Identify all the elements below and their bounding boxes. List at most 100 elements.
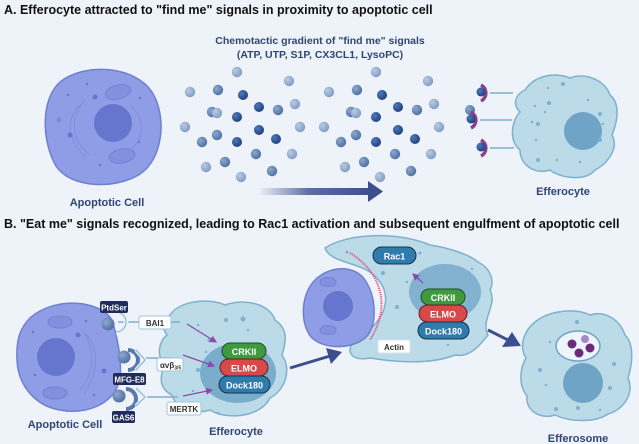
svg-text:MERTK: MERTK	[170, 405, 199, 414]
find-me-signal-particle	[232, 137, 242, 147]
svg-text:αvβ3/5: αvβ3/5	[160, 361, 181, 372]
progress-arrow-1	[289, 348, 342, 370]
svg-text:CRKII: CRKII	[431, 293, 456, 303]
efferocyte-a-label: Efferocyte	[536, 186, 590, 198]
find-me-signal-particle	[196, 136, 208, 148]
gradient-title-line2: (ATP, UTP, S1P, CX3CL1, LysoPC)	[236, 49, 404, 61]
find-me-signal-particle	[254, 102, 264, 112]
apoptotic-cell-a	[44, 68, 162, 186]
find-me-signal-particle	[339, 161, 351, 173]
find-me-signal-particle	[179, 121, 191, 133]
crkii-pill: CRKII	[420, 288, 466, 306]
find-me-signal-particle	[272, 104, 284, 116]
svg-text:GAS6: GAS6	[113, 414, 135, 423]
receptor-3	[476, 138, 514, 158]
find-me-signal-particle	[351, 84, 363, 96]
find-me-signal-particle	[425, 148, 437, 160]
svg-text:PtdSer: PtdSer	[101, 304, 127, 313]
receptor-tag-integrin: αvβ3/5	[156, 357, 184, 372]
integrin-subscript: 3/5	[174, 366, 181, 372]
find-me-signal-particle	[405, 165, 417, 177]
rac1-pill: Rac1	[372, 246, 417, 265]
mfge8-integrin-pair	[117, 348, 148, 372]
nucleus	[563, 363, 603, 403]
svg-text:Rac1: Rac1	[384, 252, 406, 262]
find-me-signal-particle	[371, 137, 381, 147]
find-me-signal-particle	[294, 121, 306, 133]
integrin-main: αvβ	[160, 361, 174, 370]
find-me-signal-particle	[238, 90, 248, 100]
find-me-signal-particle	[283, 75, 295, 87]
efferosome-cell	[520, 310, 633, 422]
find-me-signal-particle	[266, 165, 278, 177]
svg-text:Actin: Actin	[384, 343, 404, 352]
svg-text:ELMO: ELMO	[231, 364, 257, 374]
dock180-pill: Dock180	[218, 375, 271, 394]
find-me-signal-particle	[393, 102, 403, 112]
find-me-signal-particle	[211, 107, 223, 119]
nucleus	[37, 338, 75, 376]
find-me-signal-particle	[323, 86, 335, 98]
find-me-signal-particle	[335, 136, 347, 148]
find-me-signal-particle	[428, 98, 440, 110]
find-me-signal-particle	[393, 125, 403, 135]
crkii-pill: CRKII	[221, 342, 267, 360]
find-me-signal-particle	[235, 171, 247, 183]
efferosome-vacuole	[555, 330, 601, 362]
panel-a-heading: A. Efferocyte attracted to "find me" sig…	[4, 3, 433, 17]
elmo-pill: ELMO	[418, 304, 468, 323]
engulfed-particles	[567, 335, 595, 358]
svg-text:BAI1: BAI1	[146, 319, 165, 328]
ligand-tag-mfge8: MFG-E8	[113, 373, 146, 385]
svg-text:ELMO: ELMO	[430, 310, 456, 320]
apoptotic-cell-b	[16, 302, 122, 412]
receptor-1	[476, 83, 513, 103]
activation-arrow	[412, 273, 424, 284]
find-me-receptors	[466, 83, 514, 158]
gradient-title-line1: Chemotactic gradient of "find me" signal…	[215, 35, 425, 47]
engulfing-efferocyte: Rac1 CRKII ELMO Dock180 Actin	[302, 234, 493, 363]
find-me-signal-particle	[370, 66, 382, 78]
find-me-signal-particle	[422, 75, 434, 87]
svg-text:Dock180: Dock180	[425, 327, 462, 337]
find-me-signal-cluster-1	[179, 66, 306, 183]
find-me-signal-particle	[271, 134, 281, 144]
progress-arrow-2	[487, 328, 521, 347]
efferocyte-a	[511, 74, 618, 179]
find-me-signal-particle	[286, 148, 298, 160]
signaling-complex-1: CRKII ELMO Dock180	[218, 342, 271, 394]
find-me-signal-particle	[250, 148, 262, 160]
find-me-signal-particle	[212, 84, 224, 96]
efferocyte-b-label: Efferocyte	[209, 426, 263, 438]
actin-tag: Actin	[377, 339, 411, 354]
mitochondrion-icon	[42, 386, 68, 400]
find-me-signal-particle	[318, 121, 330, 133]
panel-b-heading: B. "Eat me" signals recognized, leading …	[4, 217, 620, 231]
find-me-signal-particle	[374, 171, 386, 183]
apoptotic-cell-b-label: Apoptotic Cell	[28, 419, 103, 431]
engulfed-apoptotic-cell	[302, 268, 375, 348]
signal-arrows	[182, 323, 218, 397]
actin-filament	[349, 252, 383, 341]
signaling-complex-2: CRKII ELMO Dock180	[417, 288, 470, 340]
find-me-signal-particle	[371, 112, 381, 122]
nucleus	[564, 112, 602, 150]
gas6-mertk-pair	[112, 386, 148, 411]
receptor-tag-mertk: MERTK	[166, 401, 202, 416]
er-lines	[69, 99, 142, 159]
find-me-signal-particle	[377, 90, 387, 100]
svg-text:Dock180: Dock180	[226, 381, 263, 391]
svg-text:CRKII: CRKII	[232, 347, 257, 357]
receptor-tag-bai1: BAI1	[138, 315, 172, 330]
find-me-signal-particle	[350, 129, 362, 141]
mitochondrion-icon	[108, 148, 136, 164]
mitochondrion-icon	[104, 83, 132, 101]
find-me-signal-particle	[211, 129, 223, 141]
elmo-pill: ELMO	[219, 358, 269, 377]
find-me-signal-particle	[411, 104, 423, 116]
find-me-signal-particle	[231, 66, 243, 78]
find-me-signal-particle	[219, 156, 231, 168]
svg-text:MFG-E8: MFG-E8	[114, 376, 145, 385]
find-me-signal-particle	[350, 107, 362, 119]
